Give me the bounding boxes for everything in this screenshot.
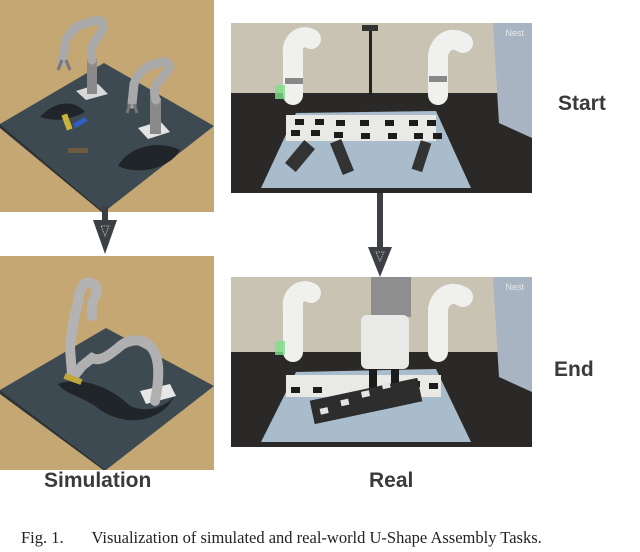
simulation-end-image <box>0 256 214 470</box>
caption-text: Visualization of simulated and real-worl… <box>91 528 542 547</box>
column-label-real: Real <box>369 469 414 492</box>
simulation-start-scene <box>0 15 214 212</box>
simulation-start-image <box>0 0 214 212</box>
real-start-scene <box>231 23 532 193</box>
watermark-label: Nest <box>505 282 524 292</box>
arrow-down-icon <box>93 206 117 254</box>
simulation-end-scene <box>0 277 214 470</box>
real-end-scene <box>231 277 532 447</box>
watermark-label: Nest <box>505 28 524 38</box>
figure-caption: Fig. 1. Visualization of simulated and r… <box>21 528 542 548</box>
column-label-simulation: Simulation <box>44 469 152 492</box>
row-label-start: Start <box>558 92 606 115</box>
arrow-down-icon <box>368 193 392 277</box>
real-start-image: Nest <box>231 23 532 193</box>
real-end-image: Nest <box>231 277 532 447</box>
figure-number: Fig. 1. <box>21 528 64 547</box>
row-label-end: End <box>554 358 594 381</box>
